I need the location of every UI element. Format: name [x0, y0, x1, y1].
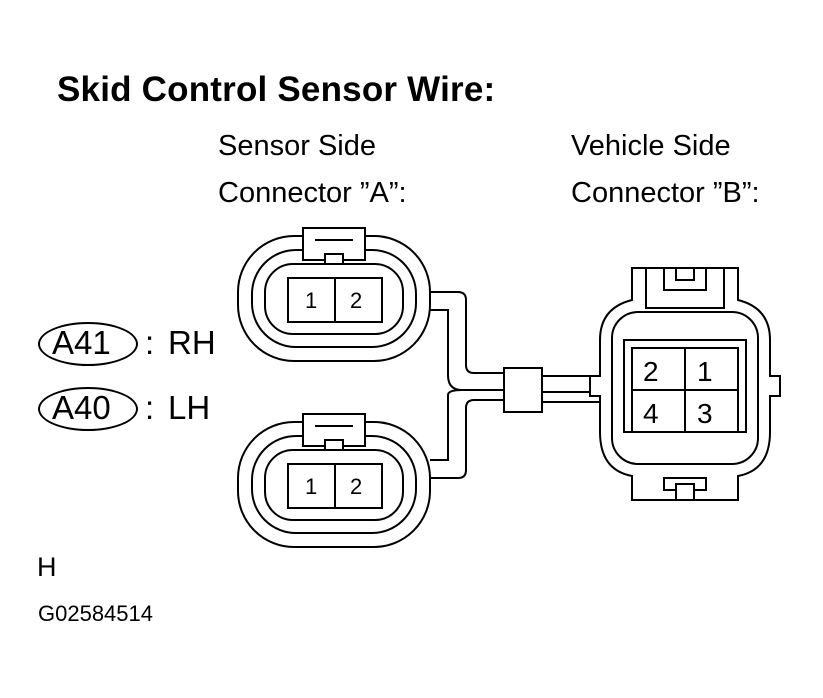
connector-a41-oval — [38, 322, 138, 366]
connector-a40-oval — [38, 387, 138, 431]
connector-a40-separator: : — [145, 389, 155, 426]
vehicle-side-connector-label: Connector ”B”: — [571, 177, 760, 209]
connector-a-upper-pin-1: 1 — [305, 288, 318, 313]
connector-a-lower-pin-2: 2 — [350, 474, 363, 499]
figure-id: G02584514 — [38, 601, 153, 626]
connector-a40-side: LH — [168, 389, 211, 426]
connector-b-pin-2: 2 — [643, 356, 659, 387]
connector-b — [589, 267, 781, 501]
connector-a-upper-pin-2: 2 — [350, 288, 363, 313]
connector-a-lower — [237, 413, 431, 548]
wire-harness — [430, 291, 604, 479]
sensor-side-label: Sensor Side — [218, 130, 376, 162]
connector-a41-code: A41 — [52, 324, 111, 361]
vehicle-side-label: Vehicle Side — [571, 130, 731, 162]
connector-a41-separator: : — [145, 324, 155, 361]
connector-a-upper — [237, 227, 431, 362]
connector-a40-code: A40 — [52, 389, 111, 426]
connector-b-pin-4: 4 — [643, 398, 659, 429]
connector-b-pin-3: 3 — [697, 398, 713, 429]
connector-a41-side: RH — [168, 324, 216, 361]
connector-b-pin-1: 1 — [697, 356, 713, 387]
footer-letter: H — [37, 552, 57, 582]
sensor-side-connector-label: Connector ”A”: — [218, 177, 407, 209]
diagram-title: Skid Control Sensor Wire: — [57, 70, 496, 109]
connector-a-lower-pin-1: 1 — [305, 474, 318, 499]
